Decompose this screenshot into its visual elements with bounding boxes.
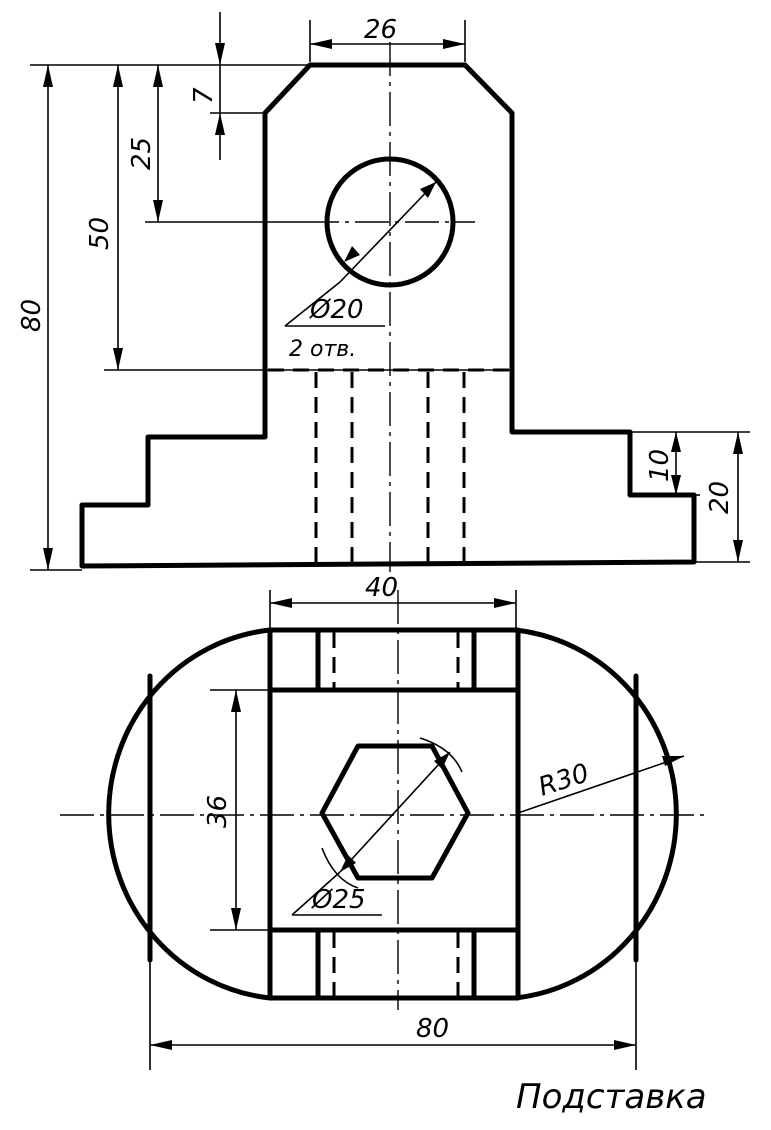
arrowhead — [43, 65, 53, 87]
dim-upper-height: 50 — [85, 217, 115, 250]
arrowhead — [150, 1040, 172, 1050]
hex-arc-mark — [321, 847, 359, 889]
arrowhead — [662, 756, 684, 766]
dim-step-20: 20 — [705, 481, 735, 514]
middle-block — [267, 627, 521, 1001]
dim-hole-offset: 25 — [127, 137, 157, 170]
arrowhead — [43, 548, 53, 570]
drawing-title: Подставка — [516, 1077, 707, 1117]
arrowhead — [614, 1040, 636, 1050]
arrowhead — [494, 598, 516, 608]
radius-label: R30 — [535, 758, 593, 802]
arrowhead — [113, 65, 123, 87]
arrowhead — [434, 752, 450, 769]
arrowhead — [443, 39, 465, 49]
top-view: Ø25 40 36 R30 80 — [60, 573, 708, 1070]
hex-dia-leader — [339, 751, 451, 873]
arrowhead — [153, 200, 163, 222]
arrowhead — [344, 246, 360, 262]
arrowhead — [420, 182, 436, 198]
hole-count-label: 2 отв. — [289, 337, 356, 362]
arrowhead — [231, 908, 241, 930]
arrowhead — [733, 540, 743, 562]
arrowhead — [270, 598, 292, 608]
arrowhead — [215, 113, 225, 135]
radius-leader — [517, 755, 685, 814]
hex-diameter-label: Ø25 — [311, 885, 366, 915]
arrowhead — [310, 39, 332, 49]
dim-middle-width: 40 — [365, 573, 398, 603]
dim-total-height: 80 — [17, 299, 47, 332]
hole-dia-leader-ext — [284, 281, 341, 327]
dim-inner-height: 36 — [203, 795, 233, 828]
hole-diameter-label: Ø20 — [309, 295, 364, 325]
hole-dia-leader — [339, 181, 437, 283]
hexagon-hole — [319, 743, 471, 881]
dim-chamfer: 7 — [189, 87, 219, 104]
dim-top-width: 26 — [364, 15, 397, 45]
dim-total-width: 80 — [416, 1014, 449, 1044]
hex-arc-mark — [419, 737, 463, 773]
arrowhead — [231, 690, 241, 712]
arrowhead — [340, 855, 356, 872]
arrowhead — [671, 475, 681, 495]
arrowhead — [153, 65, 163, 87]
arrowhead — [215, 43, 225, 65]
dim-step-10: 10 — [645, 449, 675, 482]
arrowhead — [113, 348, 123, 370]
front-outline — [79, 62, 697, 569]
front-view: Ø20 2 отв. 26 7 25 50 80 — [17, 12, 750, 572]
hex-dia-leader-ext — [291, 871, 341, 916]
arrowhead — [733, 432, 743, 454]
arrowhead — [671, 432, 681, 452]
